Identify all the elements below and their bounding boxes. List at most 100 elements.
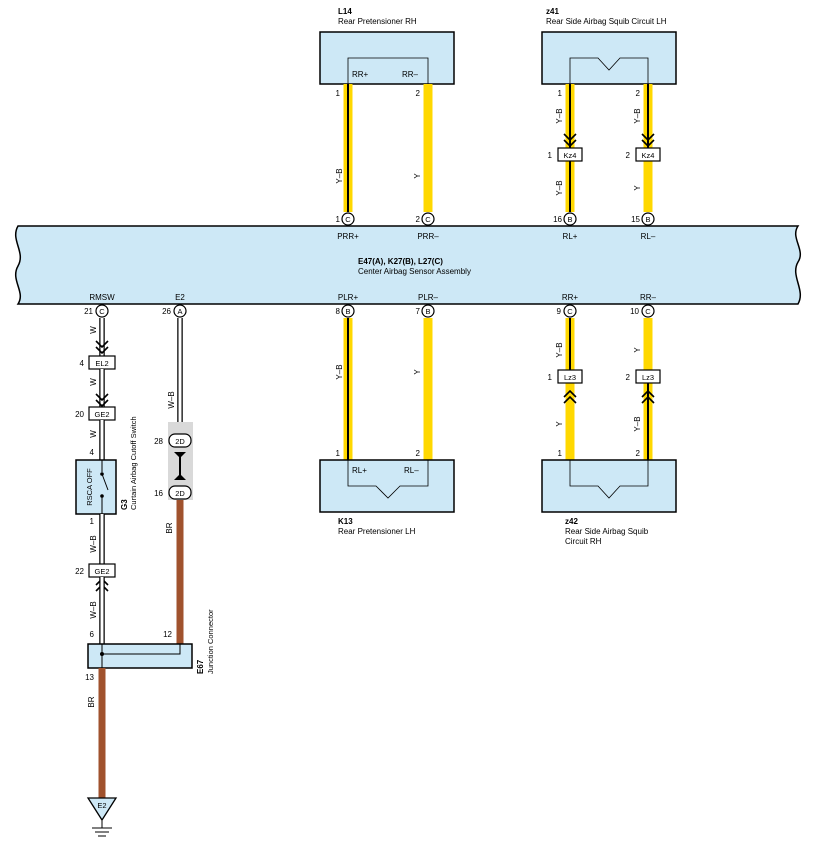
wire-color-label: Y–B [633,108,642,123]
wire-color-label: W–B [89,601,98,618]
terminal-connector-letter: B [345,307,350,316]
k13-pin-a-label: RL+ [352,466,367,475]
lz3-a-name: Lz3 [564,373,576,382]
rear-side-airbag-squib-rh: z42 Rear Side Airbag Squib Circuit RH [541,459,677,546]
e67-name: Junction Connector [206,609,215,674]
switch-label: RSCA OFF [85,468,94,506]
k13-pin-b-label: RL– [404,466,419,475]
e67-id: E67 [196,659,205,674]
ge2-top-pin: 20 [75,410,84,419]
terminal-pin: 1 [336,215,341,224]
z41-name: Rear Side Airbag Squib Circuit LH [546,17,667,26]
ge2-bottom-name: GE2 [94,567,109,576]
terminal-label: RR– [640,293,657,302]
ge2-bottom-pin: 22 [75,567,84,576]
terminal-label: RR+ [562,293,579,302]
terminal-pin: 2 [416,215,421,224]
bottom-terminals: RMSW C 21 E2 A 26 PLR+ B 8 PLR– B 7 RR+ … [84,293,657,318]
e67-pin-a: 6 [90,630,95,639]
twod-bottom-name: 2D [175,489,185,498]
kz4-b-name: Kz4 [642,151,655,160]
e2-circuit: W–B 2D 28 2D 16 BR 12 [154,318,193,644]
wire-color-label: Y [633,185,642,191]
z41-wires: 1 2 Y–B Y–B Y–B Y Kz4 1 Kz4 2 [548,84,661,212]
z42-name-line2: Circuit RH [565,537,602,546]
rear-side-airbag-squib-lh: z41 Rear Side Airbag Squib Circuit LH [541,7,677,85]
l14-name: Rear Pretensioner RH [338,17,417,26]
wire-color-label: Y [413,173,422,179]
terminal-pin: 9 [557,307,562,316]
g3-id: G3 [120,499,129,510]
terminal-connector-letter: B [567,215,572,224]
e67-pin-b: 12 [163,630,172,639]
z42-wires: Y–B Y Lz3 1 Lz3 2 Y Y–B 1 2 [548,318,661,460]
kz4-a-name: Kz4 [564,151,577,160]
top-terminals: C 1 PRR+ C 2 PRR– B 16 RL+ B 15 RL– [336,212,656,241]
wire-color-label: Y–B [633,416,642,431]
z41-wire-pin2: 2 [636,89,641,98]
wire-color-label: W [89,378,98,386]
terminal-connector-letter: C [345,215,351,224]
rmsw-circuit: W EL2 4 W GE2 20 W 4 [75,318,116,460]
lz3-a-pin: 1 [548,373,553,382]
wire-color-label: W–B [89,535,98,552]
terminal-label: RL+ [563,232,578,241]
terminal-pin: 26 [162,307,171,316]
twod-top-name: 2D [175,437,185,446]
l14-wires: 1 2 Y–B Y [335,84,433,212]
terminal-connector-letter: C [99,307,105,316]
curtain-airbag-cutoff-switch: RSCA OFF G3 Curtain Airbag Cutoff Switch [75,416,138,515]
l14-id: L14 [338,7,352,16]
terminal-connector-letter: C [567,307,573,316]
terminal-pin: 16 [553,215,562,224]
wire-color-label: Y–B [335,168,344,183]
wire-color-label: W–B [167,391,176,408]
k13-name: Rear Pretensioner LH [338,527,416,536]
terminal-label: RL– [641,232,656,241]
z41-wire-pin1: 1 [558,89,563,98]
z42-wire-pin1: 1 [558,449,563,458]
assembly-id: E47(A), K27(B), L27(C) [358,257,443,266]
terminal-pin: 21 [84,307,93,316]
l14-wire-pin2: 2 [416,89,421,98]
rear-pretensioner-lh: RL+ RL– K13 Rear Pretensioner LH [319,459,455,536]
z42-id: z42 [565,517,578,526]
wire-color-label: Y–B [555,342,564,357]
wire-color-label: Y [555,421,564,427]
k13-wire-pin1: 1 [336,449,341,458]
g3-pin-bottom: 1 [90,517,95,526]
ground-label: E2 [97,801,106,810]
l14-pin-a-label: RR+ [352,70,369,79]
k13-wires: Y–B Y 1 2 [335,318,433,460]
kz4-a-pin: 1 [548,151,553,160]
terminal-connector-letter: C [645,307,651,316]
e67-pin-c: 13 [85,673,94,682]
terminal-label: E2 [175,293,185,302]
z41-id: z41 [546,7,559,16]
terminal-connector-letter: C [425,215,431,224]
twod-bottom-pin: 16 [154,489,163,498]
k13-wire-pin2: 2 [416,449,421,458]
el2-name: EL2 [95,359,108,368]
g3-name: Curtain Airbag Cutoff Switch [129,416,138,510]
l14-wire-pin1: 1 [336,89,341,98]
terminal-pin: 8 [336,307,341,316]
assembly-name: Center Airbag Sensor Assembly [358,267,471,276]
wire-color-label: Y–B [555,180,564,195]
terminal-pin: 7 [416,307,421,316]
wire-color-label: Y [413,369,422,375]
terminal-label: PLR+ [338,293,359,302]
g3-to-junction: 1 W–B GE2 22 W–B 6 [75,514,116,644]
terminal-label: PRR– [417,232,439,241]
center-airbag-sensor-assembly: E47(A), K27(B), L27(C) Center Airbag Sen… [15,225,801,305]
wire-color-label: W [89,326,98,334]
terminal-label: PLR– [418,293,439,302]
wire-color-label: Y [633,347,642,353]
rear-pretensioner-rh: L14 Rear Pretensioner RH RR+ RR– [319,7,455,85]
terminal-connector-letter: A [177,307,182,316]
g3-pin-top: 4 [90,448,95,457]
wire-color-label: BR [165,522,174,533]
terminal-connector-letter: B [425,307,430,316]
ground-circuit: 13 BR E2 [85,668,118,837]
